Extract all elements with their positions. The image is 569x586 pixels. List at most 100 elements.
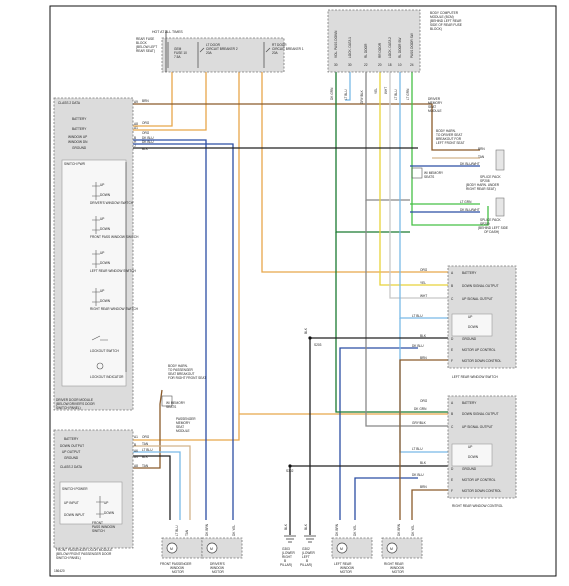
- rr-pin-ground: GROUND: [462, 467, 477, 471]
- bcm-wire-4: YEL: [374, 88, 378, 94]
- dk-blu-wire-down: [133, 143, 234, 520]
- lr-pin-ground: GROUND: [462, 337, 477, 341]
- pdm-title-3: SWITCH PANEL): [56, 556, 81, 560]
- ddm-pin-battery-1: BATTERY: [72, 117, 87, 121]
- driver-memory-2: MEMORY: [428, 101, 443, 105]
- pdm-id-a1: A1: [134, 435, 138, 439]
- bcm-pin-2: LOCK. DATA 1: [348, 37, 352, 58]
- lr-motor-wire-1: DK BRN: [335, 523, 339, 536]
- memory-seats-left-2: SEATS: [424, 175, 434, 179]
- lr-switch-title: LEFT REAR WINDOW SWITCH: [452, 375, 499, 379]
- passenger-memory-seat-module: BODY HARN. TO PASSENGER SEAT BREAKOUT FO…: [161, 364, 206, 433]
- ddm-pin-battery-2: BATTERY: [72, 127, 87, 131]
- bcm-title-5: BLOCK): [430, 27, 442, 31]
- ddm-title-2: (BELOW DRIVER'S DOOR: [56, 402, 95, 406]
- body-harness-3: BREAKOUT FOR: [436, 137, 462, 141]
- ddm-pin-window-up: WINDOW UP: [68, 135, 87, 139]
- right-body-harness-4: FOR RIGHT FRONT SEAT: [168, 376, 206, 380]
- wht-wire-bcm: [389, 72, 448, 299]
- pdm-switch-label-3: SWITCH: [92, 529, 105, 533]
- fpws-up: UP: [100, 217, 104, 221]
- blk-label-3: BLK: [304, 523, 308, 530]
- lt-blu-wire-pass-motor: [133, 451, 181, 520]
- g303-line-1: G303: [282, 547, 290, 551]
- pdm-wire-ltblu: LT BLU: [142, 448, 153, 452]
- rear-fuse-label-1: REAR FUSE: [136, 37, 154, 41]
- brn-wire-lr-motor: [399, 359, 448, 520]
- g302-line-2: (LOWER: [302, 551, 315, 555]
- lr-wire-yel: YEL: [420, 281, 426, 285]
- pdm-pin-down-output: DOWN OUTPUT: [60, 444, 84, 448]
- rr-wire-dkblu: DK BLU: [412, 473, 424, 477]
- pdm-title-2: (BELOW FRONT PASSENGER DOOR: [56, 552, 112, 556]
- dr-motor-label-1: DRIVER'S: [210, 562, 225, 566]
- splice-s302: S302: [286, 469, 294, 473]
- lrws-down: DOWN: [100, 261, 111, 265]
- ddm-id-a8: A8: [134, 122, 138, 126]
- splice-wire-brn: BRN: [478, 147, 485, 151]
- org-wire-lr-switch: [261, 72, 448, 273]
- passenger-memory-1: PASSENGER: [176, 417, 196, 421]
- lr-letter-d: D: [451, 337, 454, 341]
- lr-motor-label-2: WINDOW: [340, 566, 354, 570]
- rr-motor-label-3: MOTOR: [392, 570, 405, 574]
- fp-motor-label-3: MOTOR: [172, 570, 185, 574]
- rr-pin-motor-up: MOTOR UP CONTROL: [462, 478, 496, 482]
- ddm-id-j: J: [134, 144, 136, 148]
- ddm-id-a1: A1: [134, 126, 138, 130]
- right-rear-window-switch-ddm: UP DOWN RIGHT REAR WINDOW SWITCH: [90, 288, 139, 311]
- pdm-pin-ground: GROUND: [64, 456, 79, 460]
- rr-wire-dkgrn: DK GRN: [414, 407, 427, 411]
- lr-pin-up: UP: [468, 315, 472, 319]
- g302-line-1: G302: [302, 547, 310, 551]
- sp209-line-2: SP209: [480, 222, 490, 226]
- passenger-memory-3: SEAT: [176, 425, 184, 429]
- lr-pin-motor-down: MOTOR DOWN CONTROL: [462, 359, 501, 363]
- fp-motor-label-2: WINDOW: [170, 566, 184, 570]
- pdm-pin-up-output: UP OUTPUT: [62, 450, 80, 454]
- memory-seats-right-2: SEATS: [166, 405, 176, 409]
- pdm-pin-class2: CLASS 2 DATA: [60, 465, 83, 469]
- body-harness-4: LEFT FRONT SEAT: [436, 141, 465, 145]
- blk-wire-rr: [289, 465, 448, 535]
- dr-motor-label-2: WINDOW: [210, 566, 224, 570]
- lr-wire-brn: BRN: [420, 356, 427, 360]
- dr-motor-symbol: M: [210, 547, 213, 551]
- ground-g302: G302 (LOWER LEFT B PILLAR): [300, 535, 316, 567]
- rr-wire-ltblu: LT BLU: [412, 447, 423, 451]
- lr-wire-blk: BLK: [420, 334, 427, 338]
- g303-line-4: B: [284, 559, 286, 563]
- sp209-line-1: SPLICE PACK: [480, 218, 502, 222]
- ddm-wire-brn: BRN: [142, 99, 149, 103]
- fp-motor-label-1: FRONT PASSENGER: [160, 562, 192, 566]
- rear-fuse-label-3: (BELOW LEFT: [136, 45, 157, 49]
- brn-wire-data: [133, 103, 480, 151]
- memory-seats-left-1: W/ MEMORY: [424, 171, 444, 175]
- ddm-wire-org-1: ORG: [142, 121, 150, 125]
- left-rear-window-switch: BATTERY DOWN SIGNAL OUTPUT UP SIGNAL OUT…: [412, 265, 517, 379]
- left-rear-window-motor: M DK BRN DK YEL LEFT REAR WINDOW MOTOR: [331, 523, 373, 574]
- breaker-rt-symbol: [263, 42, 271, 68]
- pdm-up-input: UP INPUT: [64, 501, 79, 505]
- ddm-title-1: DRIVER DOOR MODULE: [56, 398, 93, 402]
- gry-blk-wire-bcm: [365, 72, 410, 201]
- blk-label-1: BLK: [304, 327, 308, 334]
- pdm-wire-org: ORG: [142, 435, 150, 439]
- blk-label-2: BLK: [284, 523, 288, 530]
- lr-letter-c: C: [451, 297, 454, 301]
- rr-wire-org: ORG: [420, 399, 428, 403]
- g302-line-4: B: [306, 559, 308, 563]
- fpws-label: FRONT PASS WINDOW SWITCH: [90, 235, 139, 239]
- gry-blk-wire-rr: [365, 200, 448, 427]
- bcm-title-1: BODY COMPUTER: [430, 11, 459, 15]
- pdm-id-a6: A6: [134, 449, 138, 453]
- fuse-rt-door-line-1: RT DOOR: [272, 43, 287, 47]
- pdm-switch-label-1: FRONT: [92, 521, 103, 525]
- splice-wire-dkblu-2: DK BLU/WHT: [460, 208, 480, 212]
- driver-memory-1: DRIVER: [428, 97, 441, 101]
- rr-wire-gryblk: GRY/BLK: [412, 421, 427, 425]
- bcm-title-3: (BEHIND LEFT REAR: [430, 19, 462, 23]
- ddm-id-h: H: [134, 140, 137, 144]
- rr-letter-f: F: [451, 489, 453, 493]
- front-passenger-window-motor: M LT BLU TAN FRONT PASSENGER WINDOW MOTO…: [160, 525, 203, 574]
